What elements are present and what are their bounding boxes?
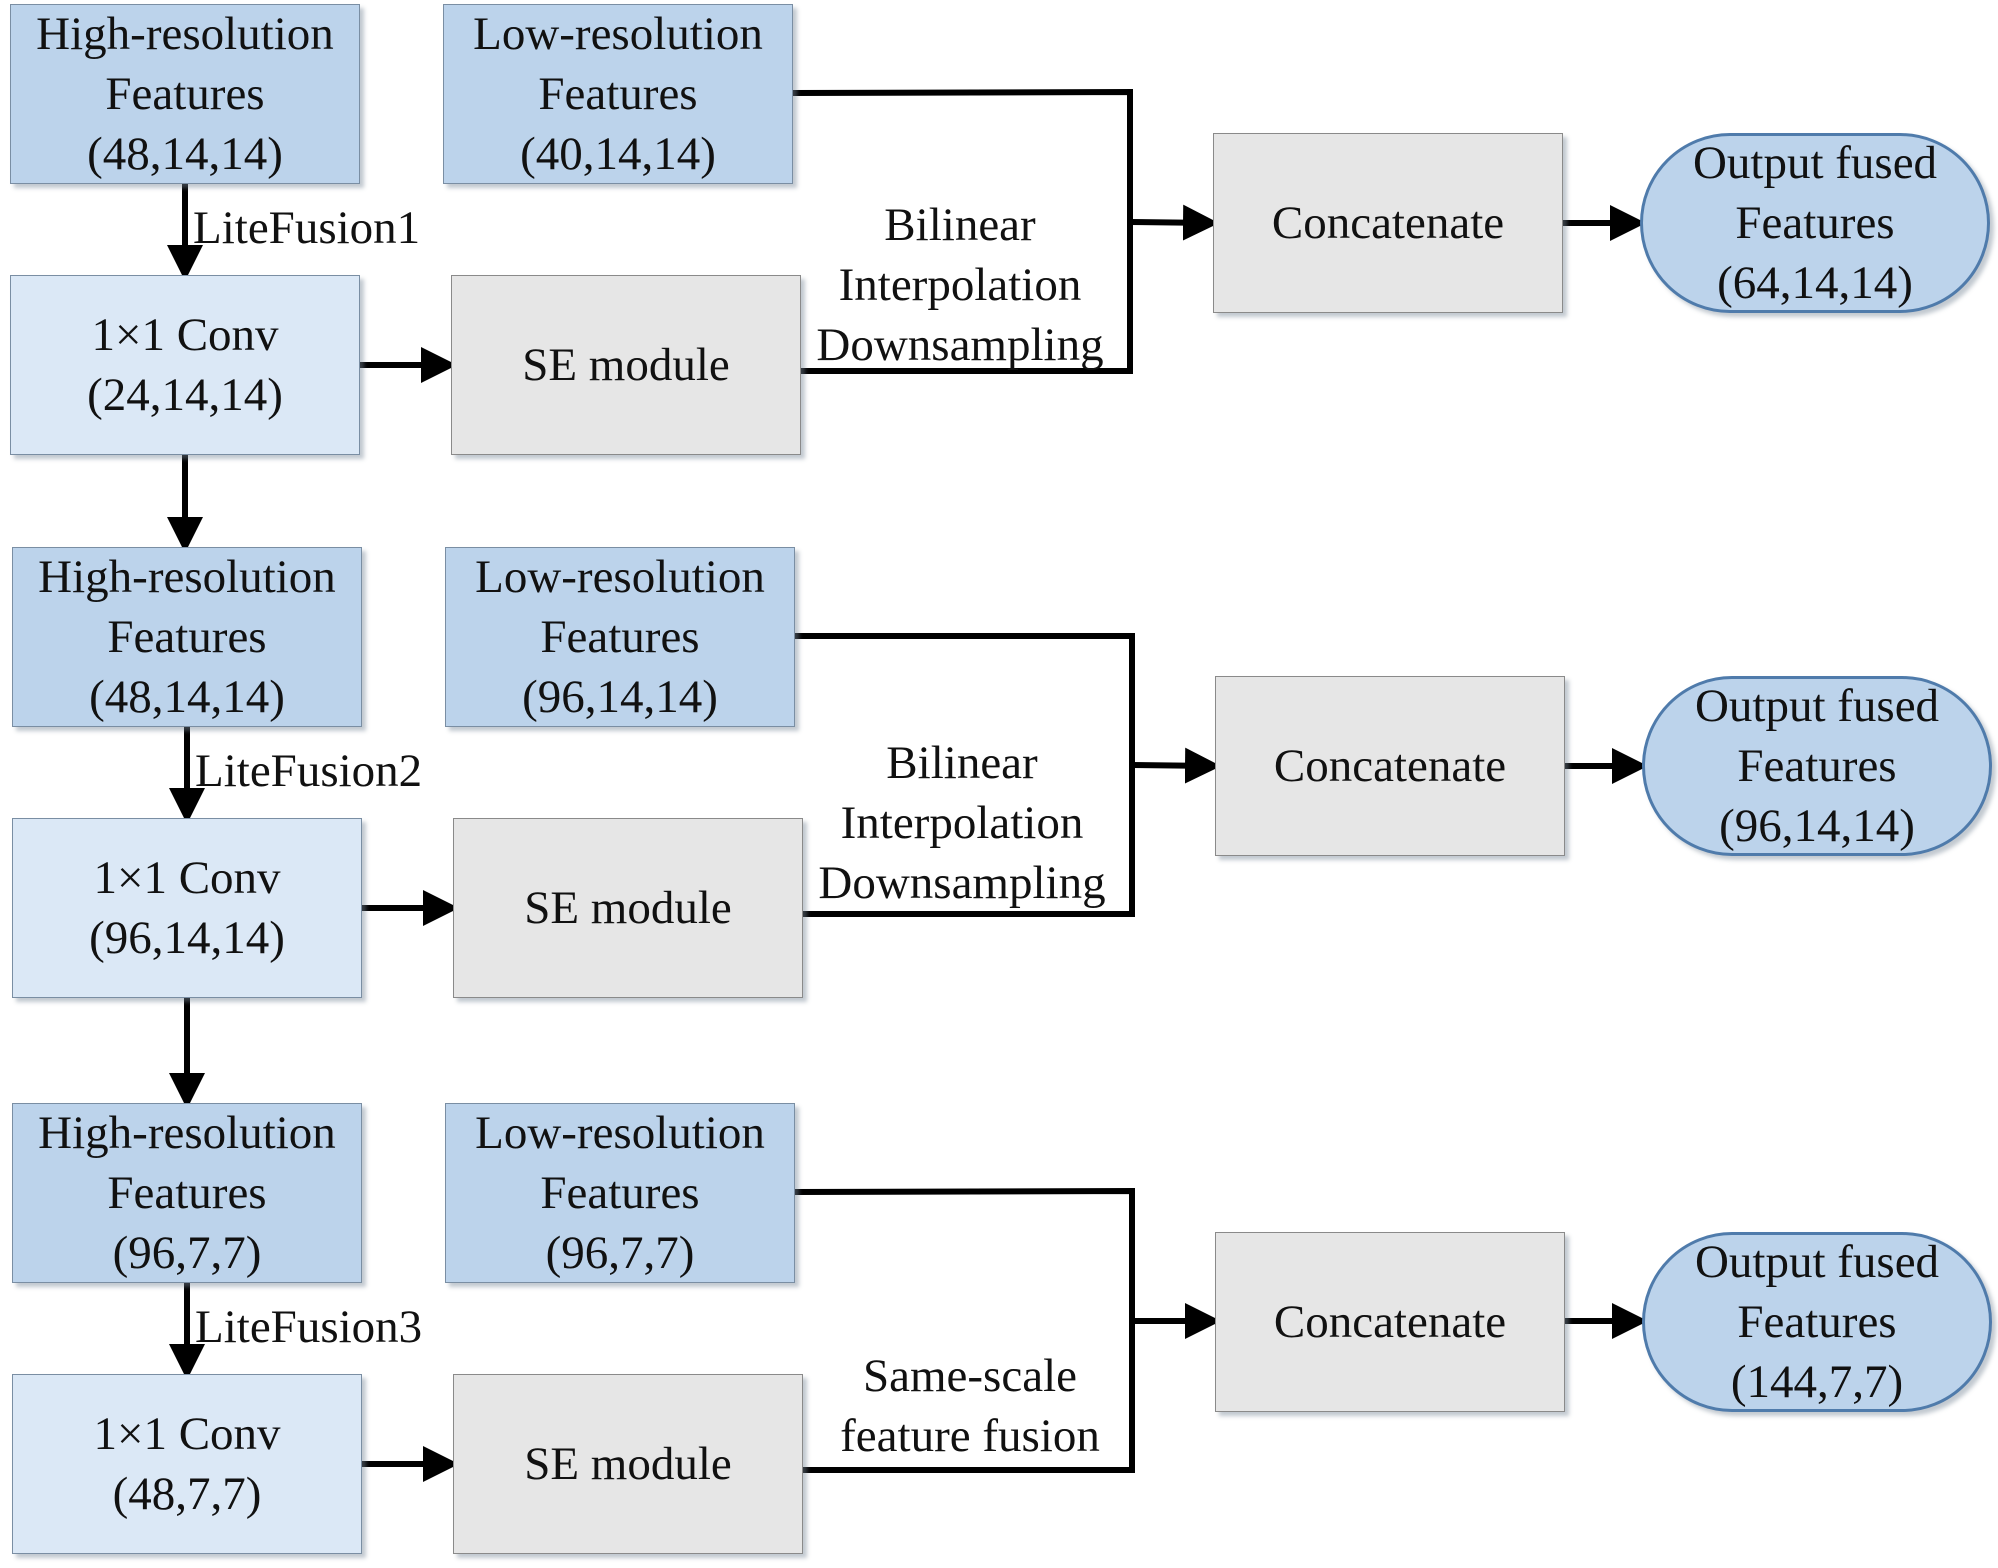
high-res-title-2: High-resolution: [38, 551, 336, 603]
se-module-3: SE module: [453, 1374, 803, 1554]
arrow-merge-to-concat-2: [1131, 747, 1221, 784]
low-res-subtitle-1: Features: [538, 68, 698, 120]
low-res-title-1: Low-resolution: [473, 8, 763, 60]
low-res-shape-3: (96,7,7): [545, 1227, 695, 1279]
output-title-3: Output fused: [1694, 1236, 1940, 1288]
output-title-1: Output fused: [1692, 137, 1938, 189]
connector-merge-3: [794, 1187, 1135, 1473]
operation-line2-3: feature fusion: [840, 1410, 1100, 1462]
concatenate-2: Concatenate: [1215, 676, 1565, 856]
connector-merge-2: [795, 633, 1135, 917]
se-module-label-2: SE module: [524, 882, 732, 934]
high-res-features-3: High-resolution Features (96,7,7): [12, 1103, 362, 1283]
conv-shape-3: (48,7,7): [112, 1468, 262, 1520]
low-res-shape-1: (40,14,14): [520, 128, 716, 180]
low-res-features-3: Low-resolution Features (96,7,7): [445, 1103, 795, 1283]
high-res-shape-2: (48,14,14): [89, 671, 285, 723]
conv-shape-2: (96,14,14): [89, 912, 285, 964]
low-res-title-3: Low-resolution: [475, 1107, 765, 1159]
operation-line3-2: Downsampling: [818, 857, 1106, 909]
high-res-title-1: High-resolution: [36, 8, 334, 60]
conv-title-3: 1×1 Conv: [93, 1408, 281, 1460]
high-res-title-3: High-resolution: [38, 1107, 336, 1159]
litefusion-label-2: LiteFusion2: [195, 745, 423, 797]
conv-1x1-2: 1×1 Conv (96,14,14): [12, 818, 362, 998]
operation-label-1: Bilinear Interpolation Downsampling: [800, 195, 1120, 375]
litefusion-label-1: LiteFusion1: [193, 202, 421, 254]
concatenate-label-3: Concatenate: [1273, 1296, 1507, 1348]
high-res-shape-3: (96,7,7): [112, 1227, 262, 1279]
arrow-merge-to-concat-1: [1129, 204, 1219, 241]
output-shape-1: (64,14,14): [1717, 257, 1913, 309]
output-subtitle-3: Features: [1737, 1296, 1897, 1348]
low-res-subtitle-3: Features: [540, 1167, 700, 1219]
se-module-2: SE module: [453, 818, 803, 998]
litefusion-label-3: LiteFusion3: [195, 1301, 423, 1353]
low-res-features-1: Low-resolution Features (40,14,14): [443, 4, 793, 184]
output-title-2: Output fused: [1694, 680, 1940, 732]
output-shape-2: (96,14,14): [1719, 800, 1915, 852]
concatenate-1: Concatenate: [1213, 133, 1563, 313]
conv-title-1: 1×1 Conv: [91, 309, 279, 361]
concatenate-label-1: Concatenate: [1271, 197, 1505, 249]
operation-line1-2: Bilinear: [886, 737, 1038, 789]
low-res-features-2: Low-resolution Features (96,14,14): [445, 547, 795, 727]
concatenate-3: Concatenate: [1215, 1232, 1565, 1412]
high-res-features-1: High-resolution Features (48,14,14): [10, 4, 360, 184]
output-fused-features-2: Output fused Features (96,14,14): [1642, 676, 1992, 856]
low-res-shape-2: (96,14,14): [522, 671, 718, 723]
conv-title-2: 1×1 Conv: [93, 852, 281, 904]
low-res-title-2: Low-resolution: [475, 551, 765, 603]
low-res-subtitle-2: Features: [540, 611, 700, 663]
operation-line2-1: Interpolation: [838, 259, 1082, 311]
operation-label-3: Same-scale feature fusion: [810, 1346, 1130, 1466]
concatenate-label-2: Concatenate: [1273, 740, 1507, 792]
output-shape-3: (144,7,7): [1730, 1356, 1904, 1408]
operation-line2-2: Interpolation: [840, 797, 1084, 849]
output-fused-features-1: Output fused Features (64,14,14): [1640, 133, 1990, 313]
se-module-label-1: SE module: [522, 339, 730, 391]
conv-1x1-3: 1×1 Conv (48,7,7): [12, 1374, 362, 1554]
operation-line1-3: Same-scale: [862, 1350, 1077, 1402]
high-res-features-2: High-resolution Features (48,14,14): [12, 547, 362, 727]
conv-shape-1: (24,14,14): [87, 369, 283, 421]
connector-merge-1: [792, 88, 1133, 374]
high-res-subtitle-3: Features: [107, 1167, 267, 1219]
high-res-subtitle-2: Features: [107, 611, 267, 663]
output-fused-features-3: Output fused Features (144,7,7): [1642, 1232, 1992, 1412]
output-subtitle-2: Features: [1737, 740, 1897, 792]
high-res-subtitle-1: Features: [105, 68, 265, 120]
se-module-label-3: SE module: [524, 1438, 732, 1490]
operation-label-2: Bilinear Interpolation Downsampling: [802, 733, 1122, 913]
high-res-shape-1: (48,14,14): [87, 128, 283, 180]
operation-line3-1: Downsampling: [816, 319, 1104, 371]
output-subtitle-1: Features: [1735, 197, 1895, 249]
operation-line1-1: Bilinear: [884, 199, 1036, 251]
se-module-1: SE module: [451, 275, 801, 455]
conv-1x1-1: 1×1 Conv (24,14,14): [10, 275, 360, 455]
